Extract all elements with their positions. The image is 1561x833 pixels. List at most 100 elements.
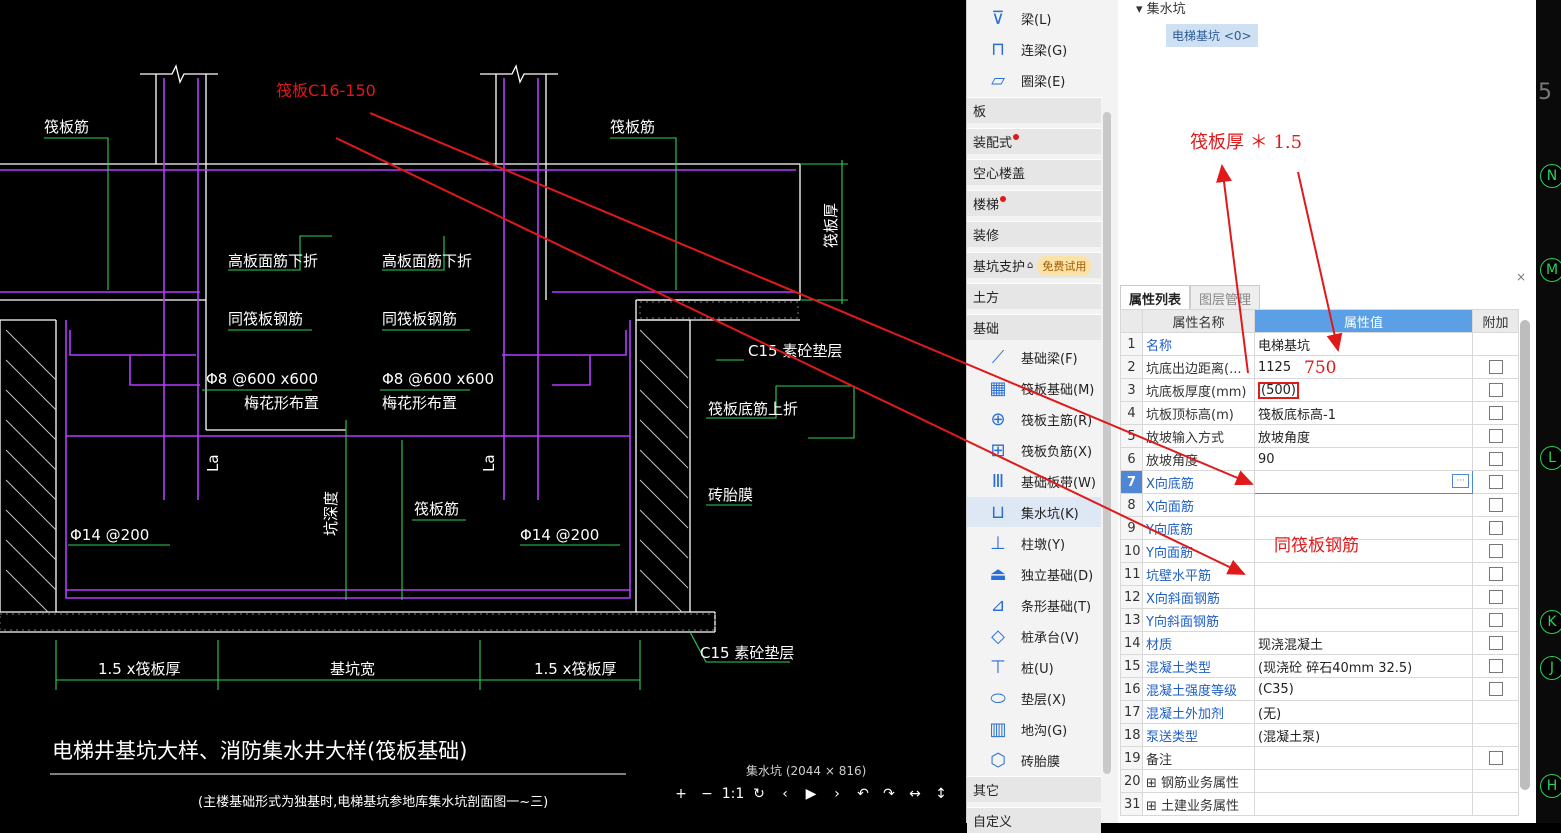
property-value[interactable] <box>1254 608 1473 632</box>
tab-layer-manager[interactable]: 图层管理 <box>1190 285 1261 309</box>
rotate-icon[interactable]: ↻ <box>753 786 765 802</box>
extra-checkbox[interactable] <box>1488 613 1503 627</box>
category-slab[interactable]: 板 <box>967 97 1101 123</box>
property-value[interactable] <box>1254 516 1473 540</box>
category-custom[interactable]: 自定义 <box>967 807 1101 833</box>
extra-checkbox[interactable] <box>1488 452 1503 466</box>
property-value[interactable] <box>1254 585 1473 609</box>
property-value[interactable]: (C35) <box>1254 677 1473 701</box>
panel-item-isolated-footing[interactable]: ⏏独立基础(D) <box>967 559 1101 589</box>
category-stair[interactable]: 楼梯 <box>967 190 1101 216</box>
panel-item-raft-main-rebar[interactable]: ⊕筏板主筋(R) <box>967 404 1101 434</box>
property-value[interactable]: (500) <box>1254 378 1473 402</box>
panel-item-foundation-beam[interactable]: ⟋基础梁(F) <box>967 342 1101 372</box>
property-value[interactable] <box>1254 792 1473 816</box>
extra-checkbox[interactable] <box>1488 383 1503 397</box>
extra-checkbox[interactable] <box>1488 682 1503 696</box>
category-decoration[interactable]: 装修 <box>967 221 1101 247</box>
property-value[interactable]: 电梯基坑 <box>1254 332 1473 356</box>
panel-item-ring-beam[interactable]: ▱ 圈梁(E) <box>967 65 1101 95</box>
category-other[interactable]: 其它 <box>967 776 1101 802</box>
cad-drawing-view[interactable]: 筏板筋 筏板筋 高板面筋下折 高板面筋下折 同筏板钢筋 同筏板钢筋 Φ8 @60… <box>0 0 966 823</box>
tree-node-sump-pit[interactable]: ▾ 集水坑 <box>1136 2 1186 17</box>
property-value[interactable] <box>1254 769 1473 793</box>
panel-item-strip-footing[interactable]: ⊿条形基础(T) <box>967 590 1101 620</box>
property-value[interactable]: 筏板底标高-1 <box>1254 401 1473 425</box>
property-value[interactable]: (无) <box>1254 700 1473 724</box>
panel-item-brick-mold[interactable]: ⬡砖胎膜 <box>967 745 1101 775</box>
undo-icon[interactable]: ↶ <box>857 786 869 802</box>
close-icon[interactable]: × <box>1516 270 1527 284</box>
property-value[interactable]: 90 <box>1254 447 1473 471</box>
property-value[interactable] <box>1254 746 1473 770</box>
tree-item-elevator-pit[interactable]: 电梯基坑 <0> <box>1166 24 1258 47</box>
panel-item-column-pier[interactable]: ⊥柱墩(Y) <box>967 528 1101 558</box>
free-trial-badge[interactable]: 免费试用 <box>1037 255 1092 276</box>
property-row[interactable]: 20⊞ 钢筋业务属性 <box>1120 769 1519 793</box>
property-scrollbar[interactable] <box>1520 320 1530 790</box>
extra-checkbox[interactable] <box>1488 590 1503 604</box>
property-value[interactable]: (混凝土泵) <box>1254 723 1473 747</box>
extra-checkbox[interactable] <box>1488 659 1503 673</box>
next-icon[interactable]: › <box>834 786 840 802</box>
panel-item-raft-negative-rebar[interactable]: ⊞筏板负筋(X) <box>967 435 1101 465</box>
category-hollow-floor[interactable]: 空心楼盖 <box>967 159 1101 185</box>
extra-checkbox[interactable] <box>1488 406 1503 420</box>
panel-item-pile-cap[interactable]: ◇桩承台(V) <box>967 621 1101 651</box>
property-value[interactable]: 现浇混凝土 <box>1254 631 1473 655</box>
ellipsis-button[interactable]: ··· <box>1452 474 1469 488</box>
category-prefab[interactable]: 装配式 <box>967 128 1101 154</box>
redo-icon[interactable]: ↷ <box>883 786 895 802</box>
actual-size-icon[interactable]: 1:1 <box>721 786 745 802</box>
extra-checkbox[interactable] <box>1488 751 1503 765</box>
panel-item-beam[interactable]: ⊽ 梁(L) <box>967 3 1101 33</box>
property-value[interactable] <box>1254 539 1473 563</box>
extra-checkbox[interactable] <box>1488 498 1503 512</box>
panel-item-trench[interactable]: ▥地沟(G) <box>967 714 1101 744</box>
category-pit-support[interactable]: 基坑支护⌂免费试用 <box>967 252 1101 278</box>
panel-item-pile[interactable]: ⊤桩(U) <box>967 652 1101 682</box>
property-value[interactable]: (现浇砼 碎石40mm 32.5) <box>1254 654 1473 678</box>
tab-property-list[interactable]: 属性列表 <box>1120 285 1191 309</box>
prev-icon[interactable]: ‹ <box>782 786 788 802</box>
category-foundation[interactable]: 基础 <box>967 314 1101 340</box>
flip-vertical-icon[interactable]: ↕ <box>935 786 947 802</box>
extra-checkbox[interactable] <box>1488 429 1503 443</box>
panel-item-coupling-beam[interactable]: ⊓ 连梁(G) <box>967 34 1101 64</box>
extra-checkbox[interactable] <box>1488 567 1503 581</box>
property-value[interactable]: 1125 <box>1254 355 1473 379</box>
panel-item-raft-foundation[interactable]: ▦筏板基础(M) <box>967 373 1101 403</box>
panel-scrollbar[interactable] <box>1103 112 1111 774</box>
extra-checkbox[interactable] <box>1488 475 1503 489</box>
panel-item-sump-pit[interactable]: ⊔集水坑(K) <box>967 497 1101 527</box>
extra-checkbox[interactable] <box>1488 544 1503 558</box>
property-value[interactable] <box>1254 493 1473 517</box>
extra-checkbox[interactable] <box>1488 521 1503 535</box>
play-icon[interactable]: ▶ <box>805 786 817 802</box>
zoom-in-icon[interactable]: + <box>675 786 687 802</box>
property-value[interactable]: 放坡角度 <box>1254 424 1473 448</box>
zoom-out-icon[interactable]: − <box>701 786 713 802</box>
property-value[interactable]: ··· <box>1254 470 1473 494</box>
category-earthwork[interactable]: 土方 <box>967 283 1101 309</box>
extra-checkbox[interactable] <box>1488 636 1503 650</box>
panel-item-cushion[interactable]: ⬭垫层(X) <box>967 683 1101 713</box>
flip-horizontal-icon[interactable]: ↔ <box>909 786 921 802</box>
